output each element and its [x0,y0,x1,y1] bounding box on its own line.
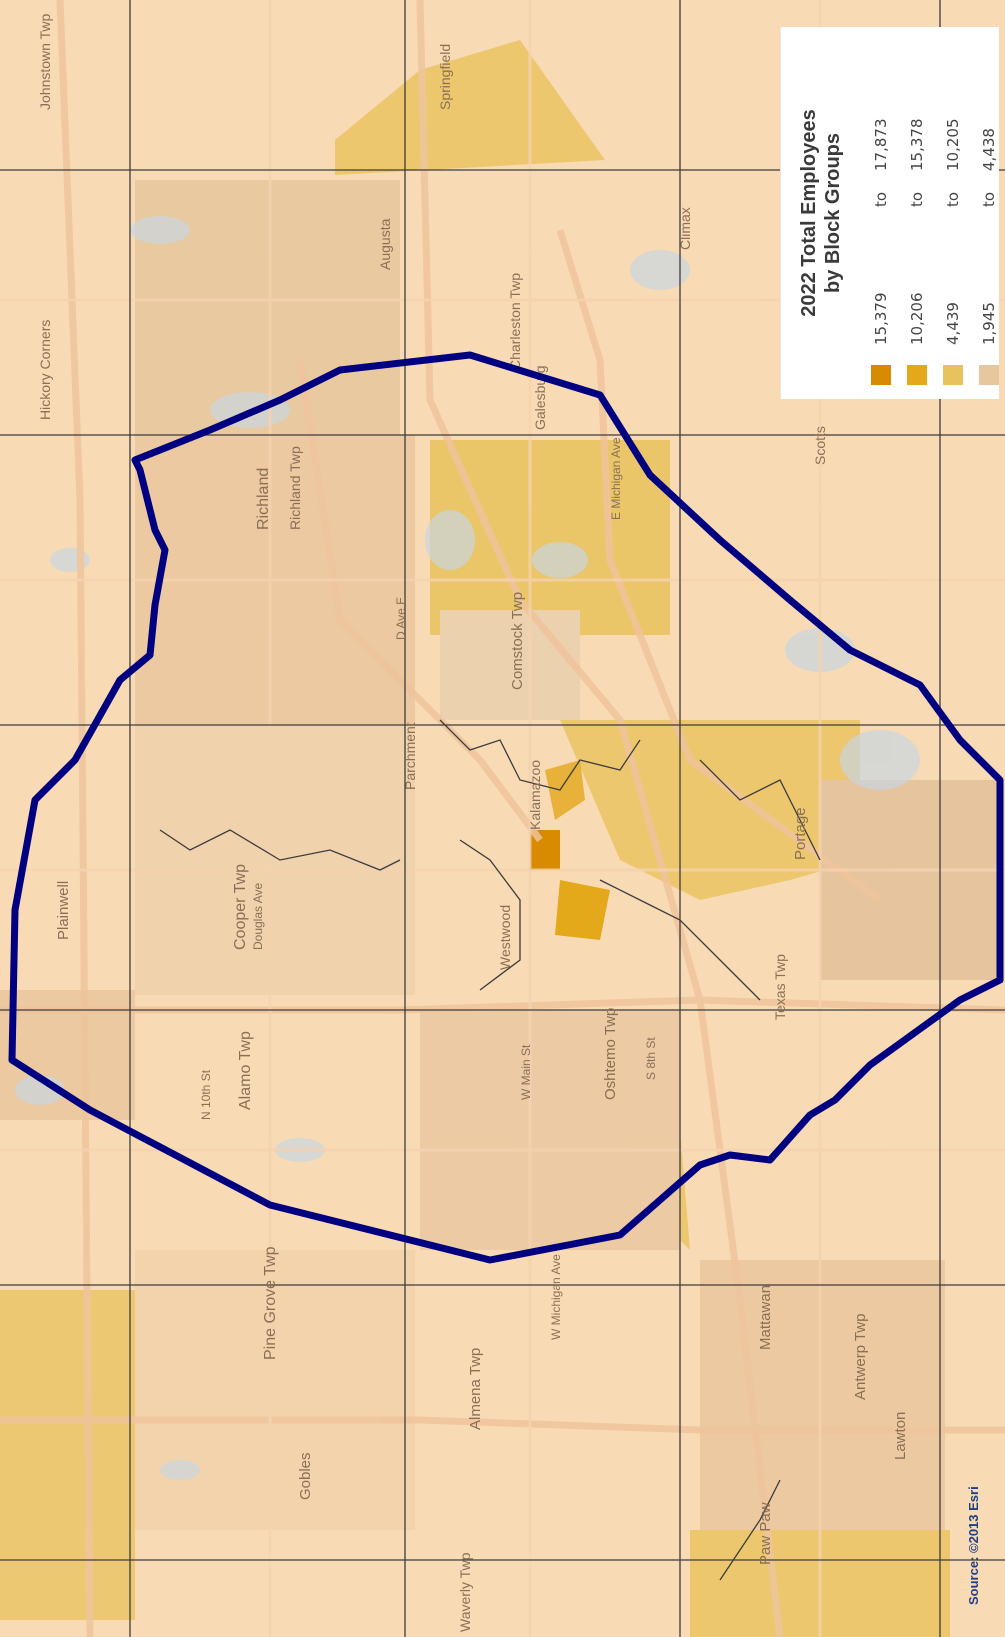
road-labels: Douglas Ave W Main St D Ave E N 10th St … [199,437,658,1340]
road-label: W Main St [519,1044,533,1100]
legend-row: 15,379 to 17,873 [869,41,895,385]
legend-row: 4,439 to 10,205 [941,41,967,385]
place-label: Hickory Corners [37,320,53,420]
legend-to: 4,438 [980,128,998,171]
road-label: N 10th St [199,1069,213,1120]
road-label: S 8th St [644,1037,658,1080]
legend-swatch [943,365,963,385]
place-label: Antwerp Twp [852,1314,869,1400]
block-group [545,760,585,820]
water-bodies [15,216,945,1480]
place-label: Kalamazoo [527,760,543,830]
legend-swatch [979,365,999,385]
road-label: E Michigan Ave [609,437,623,520]
place-label: Charleston Twp [507,273,523,370]
legend-to: 17,873 [872,118,890,172]
legend-to-word: to [944,191,962,207]
source-attribution: Source: ©2013 Esri [966,1486,981,1605]
legend-to-word: to [980,191,998,207]
legend-swatch [907,365,927,385]
legend-row: 10,206 to 15,378 [905,41,931,385]
legend-to-word: to [908,191,926,207]
legend-from: 10,206 [908,292,926,346]
legend-from: 1,945 [980,302,998,345]
study-area-ring[interactable] [8,351,1004,1264]
legend-swatch [871,365,891,385]
block-group [420,1010,680,1250]
place-labels: Johnstown Twp Hickory Corners Richland R… [37,14,909,1632]
block-group [555,880,610,940]
place-label: Mattawan [757,1285,774,1350]
block-group [335,40,605,175]
place-label: Alamo Twp [237,1031,254,1110]
place-label: Portage [792,807,809,860]
block-group [0,1290,135,1620]
place-label: Galesburg [532,365,548,430]
legend-row: 1,945 to 4,438 [977,41,1003,385]
place-label: Comstock Twp [509,592,526,690]
place-label: Climax [677,207,693,250]
place-label: Pine Grove Twp [262,1246,279,1360]
road-label: W Michigan Ave [549,1254,563,1340]
legend-title-line2: by Block Groups [822,132,844,294]
place-label: Oshtemo Twp [602,1008,619,1100]
place-label: Gobles [297,1452,314,1500]
map-legend: 2022 Total Employees by Block Groups 15,… [780,27,999,399]
legend-to: 10,205 [944,118,962,172]
place-label: Westwood [497,905,513,970]
place-label: Almena Twp [467,1348,484,1430]
block-group [440,610,580,720]
block-group [135,725,415,995]
legend-to: 15,378 [908,118,926,172]
block-group [135,1250,415,1530]
place-label: Augusta [377,218,393,270]
road-label: Douglas Ave [251,883,265,950]
legend-title: 2022 Total Employees by Block Groups [797,41,845,385]
place-label: Plainwell [55,881,72,940]
place-label: Richland [255,468,272,530]
place-label: Waverly Twp [457,1552,473,1632]
road-label: D Ave E [394,597,408,640]
legend-from: 4,439 [944,302,962,345]
place-label: Parchment [402,722,418,790]
place-label: Springfield [437,44,453,110]
place-label: Cooper Twp [232,864,249,950]
place-label: Lawton [892,1412,909,1460]
place-label: Scotts [812,426,828,465]
place-label: Richland Twp [287,446,303,530]
legend-title-line1: 2022 Total Employees [798,109,820,317]
place-label: Paw Paw [757,1502,774,1565]
place-label: Texas Twp [772,954,788,1020]
place-label: Johnstown Twp [37,14,53,110]
legend-from: 15,379 [872,292,890,346]
legend-to-word: to [872,191,890,207]
